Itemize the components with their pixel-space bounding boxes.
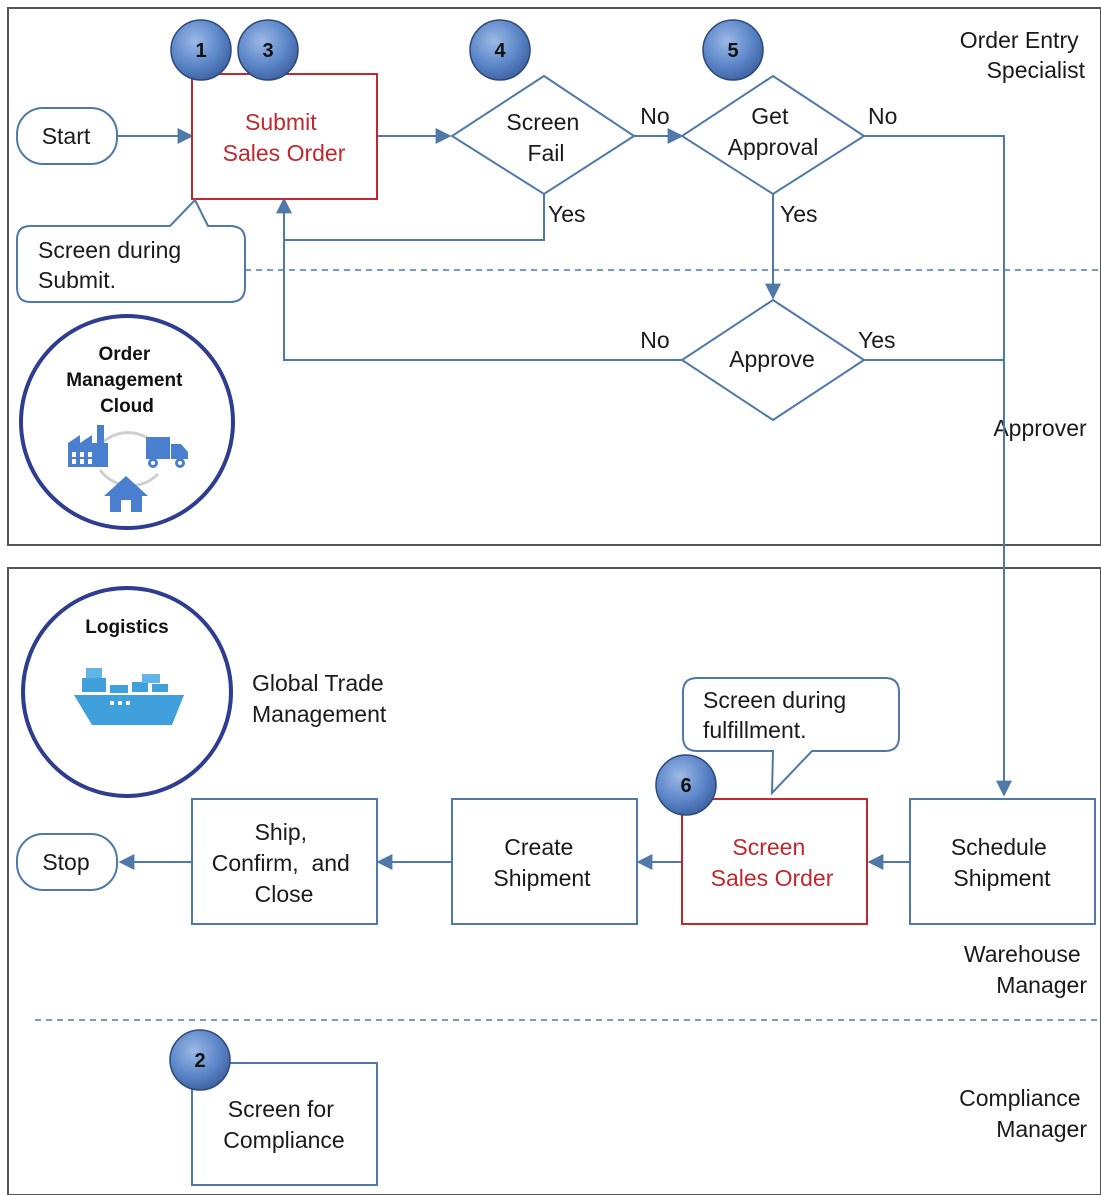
edge-label-no: No: [640, 103, 669, 129]
schedule-shipment-step: Schedule Shipment: [909, 798, 1096, 925]
top-pool-frame: [7, 7, 1101, 546]
svg-text:Logistics: Logistics: [85, 617, 168, 638]
edge-screen-fail-yes: [276, 194, 545, 241]
lane-global-trade-management: Global Trade Management: [252, 670, 390, 727]
approver-label-bg: [985, 412, 1089, 446]
step-badge: 1: [170, 19, 232, 81]
svg-text:Schedule Shipment: Schedule Shipment: [951, 834, 1053, 891]
svg-text:Screen during fulfillmen: Screen during fulfillment.: [703, 687, 853, 743]
edge-label-yes: Yes: [858, 327, 896, 353]
lane-compliance-manager: Compliance Manager: [959, 1085, 1087, 1142]
factory-icon: [68, 425, 108, 467]
svg-text:Ship, Confirm, and: Ship, Confirm, and Close: [212, 819, 356, 907]
step-badge: 6: [655, 754, 717, 816]
approve-decision: Approve: [680, 298, 866, 422]
svg-text:Get Approval: Get Approval: [728, 103, 819, 160]
stop-terminator: Stop: [16, 833, 118, 891]
svg-text:1: 1: [195, 40, 206, 62]
svg-text:Approve: Approve: [729, 346, 815, 372]
svg-text:Order Management C: Order Management Cloud: [66, 344, 187, 417]
svg-text:2: 2: [194, 1050, 205, 1072]
ship-confirm-close-step: Ship, Confirm, and Close: [191, 798, 378, 925]
step-badge: 4: [469, 19, 531, 81]
edge-label-yes: Yes: [548, 201, 586, 227]
svg-text:Screen for Compliance: Screen for Compliance: [223, 1096, 344, 1153]
lane-warehouse-manager: Warehouse Manager: [964, 941, 1087, 998]
svg-text:Screen Fail: Screen Fail: [506, 109, 585, 166]
lane-order-entry-specialist: Order Entry Specialist: [960, 27, 1086, 83]
svg-text:Submit Sales Order: Submit Sales Order: [223, 109, 346, 166]
svg-text:Create Shipment: Create Shipment: [493, 834, 591, 891]
svg-text:Screen during Submit.: Screen during Submit.: [38, 237, 188, 293]
logistics-emblem: Logistics: [21, 586, 233, 798]
order-management-cloud-emblem: Order Management Cloud: [19, 314, 235, 530]
svg-text:6: 6: [680, 775, 691, 797]
delivery-truck-icon: [146, 437, 188, 468]
svg-text:Start: Start: [42, 123, 91, 149]
submit-sales-order-step: Submit Sales Order: [191, 73, 378, 200]
step-badge: 5: [702, 19, 764, 81]
bottom-pool-frame: [7, 567, 1101, 1195]
svg-text:Screen Sales Order: Screen Sales Order: [711, 834, 834, 891]
screen-fail-decision: Screen Fail: [450, 74, 636, 196]
edge-get-approval-no: [864, 135, 1012, 797]
edge-label-no: No: [640, 327, 669, 353]
svg-text:Stop: Stop: [42, 849, 89, 875]
start-terminator: Start: [16, 107, 118, 165]
edge-label-yes: Yes: [780, 201, 818, 227]
edge-label-no: No: [868, 103, 897, 129]
create-shipment-step: Create Shipment: [451, 798, 638, 925]
fulfillment-screen-callout: Screen during fulfillment.: [682, 677, 900, 796]
screen-sales-order-step: Screen Sales Order: [681, 798, 868, 925]
screen-for-compliance-step: Screen for Compliance: [191, 1062, 378, 1186]
submit-screen-callout: Screen during Submit.: [16, 198, 246, 303]
svg-text:4: 4: [494, 40, 506, 62]
get-approval-decision: Get Approval: [680, 74, 866, 196]
svg-text:3: 3: [262, 40, 273, 62]
home-icon: [104, 476, 148, 512]
step-badge: 3: [237, 19, 299, 81]
lane-approver: Approver: [993, 415, 1087, 441]
step-badge: 2: [169, 1029, 231, 1091]
edge-approve-no: [283, 240, 682, 361]
cargo-ship-icon: [74, 668, 184, 725]
svg-text:5: 5: [727, 40, 738, 62]
